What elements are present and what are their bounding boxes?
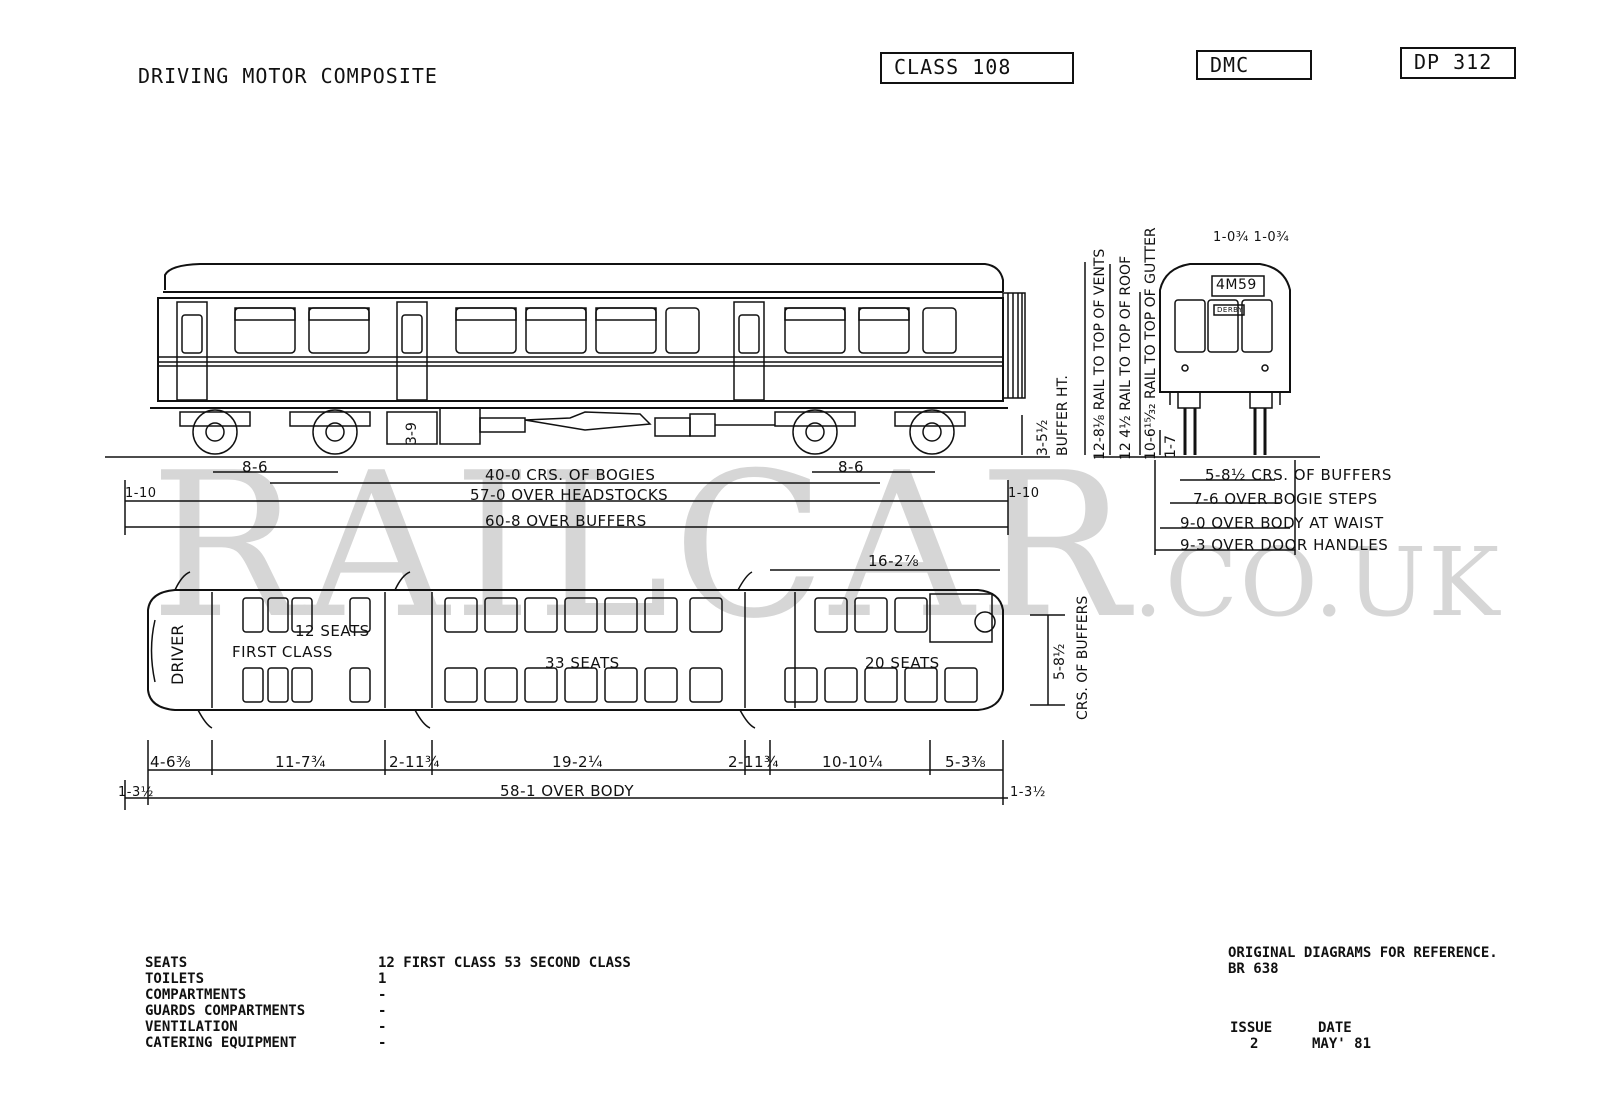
spec-value: -: [378, 1035, 387, 1051]
plan-buffer-crs: 5-8½: [1052, 643, 1068, 680]
destination-blind: 4M59: [1216, 277, 1257, 293]
spec-label: GUARDS COMPARTMENTS: [145, 1003, 306, 1019]
rail-to-vents: 12-8⅛ RAIL TO TOP OF VENTS: [1092, 248, 1108, 460]
driver-label: DRIVER: [168, 624, 187, 685]
spec-value: 12 FIRST CLASS 53 SECOND CLASS: [378, 955, 631, 971]
bay-dim-1: 4-6⅜: [150, 753, 192, 771]
reference-line-1: ORIGINAL DIAGRAMS FOR REFERENCE.: [1228, 945, 1498, 961]
watermark: RAILCAR.CO.UK: [150, 430, 1501, 663]
page-title: DRIVING MOTOR COMPOSITE: [138, 64, 438, 88]
second-class-seats-b: 20 SEATS: [865, 654, 940, 672]
buffer-height-label: BUFFER HT.: [1055, 375, 1071, 456]
watermark-suffix: .CO.UK: [1132, 528, 1502, 638]
spec-label: CATERING EQUIPMENT: [145, 1035, 297, 1051]
drawgear-height: 3-9: [404, 422, 420, 445]
plan-view: [124, 569, 1065, 810]
spec-value: -: [378, 987, 387, 1003]
spec-label: TOILETS: [145, 971, 205, 987]
diagram-badge: DP 312: [1400, 47, 1516, 79]
spec-labels: SEATS TOILETS COMPARTMENTS GUARDS COMPAR…: [145, 955, 305, 1051]
over-headstocks: 57-0 OVER HEADSTOCKS: [470, 486, 669, 504]
spec-label: VENTILATION: [145, 1019, 238, 1035]
spec-value: -: [378, 1003, 387, 1019]
bay-dim-2: 11-7¾: [275, 753, 327, 771]
date-label: DATE: [1318, 1020, 1352, 1036]
overhang-right: 1-10: [1008, 486, 1040, 501]
overhang-left: 1-10: [125, 486, 157, 501]
side-elevation: [105, 263, 1050, 535]
reference-line-2: BR 638: [1228, 961, 1279, 977]
bay-dim-3: 2-11¾: [389, 753, 441, 771]
date-value: MAY' 81: [1312, 1036, 1372, 1052]
end-elevation: [1084, 262, 1320, 555]
bay-dim-4: 19-2¼: [552, 753, 604, 771]
plan-top-dim: 16-2⅞: [868, 552, 920, 570]
over-buffers: 60-8 OVER BUFFERS: [485, 512, 647, 530]
over-body-at-waist: 9-0 OVER BODY AT WAIST: [1180, 514, 1384, 532]
bogie-wheelbase-left: 8-6: [242, 458, 268, 476]
second-class-seats-a: 33 SEATS: [545, 654, 620, 672]
step-height: 1-7: [1163, 435, 1179, 458]
buffer-height-value: 3-5½: [1035, 419, 1051, 456]
crs-of-bogies: 40-0 CRS. OF BOGIES: [485, 466, 656, 484]
issue-label: ISSUE: [1230, 1020, 1273, 1036]
bogie-wheelbase-right: 8-6: [838, 458, 864, 476]
rail-to-gutter: 10-6¹⁵⁄₃₂ RAIL TO TOP OF GUTTER: [1143, 227, 1159, 460]
bay-dim-7: 5-3⅜: [945, 753, 987, 771]
end-top-dims: 1-0¾ 1-0¾: [1213, 230, 1290, 245]
spec-value: -: [378, 1019, 387, 1035]
over-bogie-steps: 7-6 OVER BOGIE STEPS: [1193, 490, 1378, 508]
over-body: 58-1 OVER BODY: [500, 782, 635, 800]
spec-values: 12 FIRST CLASS 53 SECOND CLASS 1 - - - -: [378, 955, 631, 1051]
class-badge: CLASS 108: [880, 52, 1074, 84]
spec-label: SEATS: [145, 955, 188, 971]
end-dim-right: 1-3½: [1010, 785, 1046, 800]
issue-value: 2: [1250, 1036, 1259, 1052]
bay-dim-5: 2-11¾: [728, 753, 780, 771]
type-badge: DMC: [1196, 50, 1312, 80]
watermark-main: RAILCAR: [150, 430, 1133, 663]
over-door-handles: 9-3 OVER DOOR HANDLES: [1180, 536, 1389, 554]
route-blind: DERBY: [1217, 306, 1243, 314]
first-class-label: FIRST CLASS: [232, 643, 333, 661]
end-dim-left: 1-3½: [118, 785, 154, 800]
crs-of-buffers-end: 5-8½ CRS. OF BUFFERS: [1205, 466, 1392, 484]
bay-dim-6: 10-10¼: [822, 753, 884, 771]
spec-value: 1: [378, 971, 387, 987]
spec-label: COMPARTMENTS: [145, 987, 247, 1003]
rail-to-roof: 12 4½ RAIL TO TOP OF ROOF: [1118, 255, 1134, 460]
first-class-seats: 12 SEATS: [295, 622, 370, 640]
plan-buffer-crs-label: CRS. OF BUFFERS: [1075, 595, 1091, 720]
